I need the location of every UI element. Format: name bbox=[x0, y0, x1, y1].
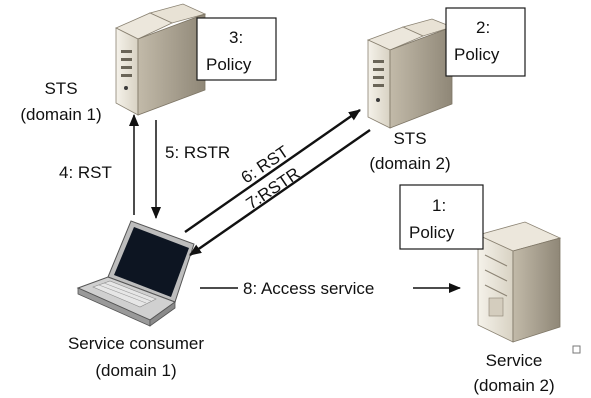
sts2-policy-step: 2: bbox=[476, 18, 490, 37]
sts1-policy-label: Policy bbox=[206, 55, 252, 74]
consumer-laptop-icon bbox=[76, 220, 195, 327]
consumer-label-domain: (domain 1) bbox=[95, 361, 176, 380]
sts2-policy-label: Policy bbox=[454, 45, 500, 64]
service-policy-label: Policy bbox=[409, 223, 455, 242]
arrow-rst-to-sts2 bbox=[184, 109, 361, 233]
sts2-server-icon bbox=[366, 18, 454, 129]
service-label-domain: (domain 2) bbox=[473, 376, 554, 395]
service-server-icon bbox=[476, 221, 562, 343]
sts1-label-domain: (domain 1) bbox=[20, 105, 101, 124]
service-policy-step: 1: bbox=[432, 196, 446, 215]
sts2-label-name: STS bbox=[393, 129, 426, 148]
arrow-rstr-from-sts2 bbox=[189, 129, 371, 256]
service-policy-box bbox=[399, 184, 484, 250]
edge-label-4-rst: 4: RST bbox=[59, 163, 112, 182]
sts1-label-name: STS bbox=[44, 79, 77, 98]
edge-label-5-rstr: 5: RSTR bbox=[165, 143, 230, 162]
service-label-name: Service bbox=[486, 351, 543, 370]
consumer-label-name: Service consumer bbox=[68, 334, 204, 353]
sts2-label-domain: (domain 2) bbox=[369, 154, 450, 173]
sts1-server-icon bbox=[115, 3, 207, 116]
small-square-mark bbox=[572, 345, 581, 354]
sts2-policy-box bbox=[445, 7, 526, 77]
sts1-policy-box bbox=[196, 17, 277, 81]
sts1-policy-step: 3: bbox=[229, 28, 243, 47]
edge-label-8-access-service: 8: Access service bbox=[243, 279, 374, 298]
